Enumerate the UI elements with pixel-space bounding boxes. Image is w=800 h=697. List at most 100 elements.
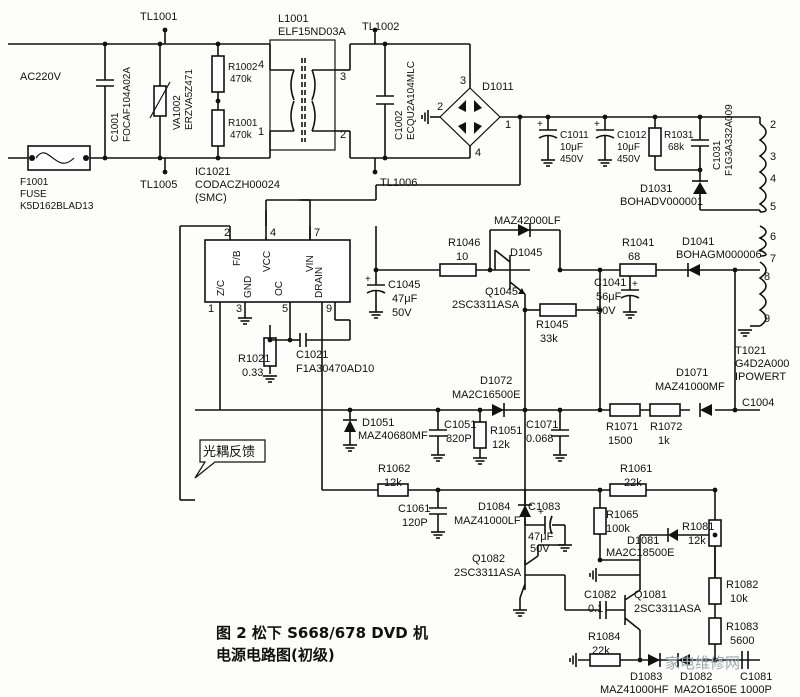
r1081-value: 12k: [688, 535, 706, 547]
ic1021-pin-oc: OC: [274, 281, 285, 296]
c1021-label: C1021: [296, 349, 328, 361]
c1083-voltage: 50V: [530, 543, 550, 555]
c1081-label: C1081: [740, 671, 772, 683]
r1083-label: R1083: [726, 621, 758, 633]
d1071-label: D1071: [676, 367, 708, 379]
d1072-symbol: [492, 403, 505, 417]
r1001-label: R1001: [228, 118, 258, 129]
c1081-symbol: [741, 651, 749, 669]
d1031-symbol: [692, 180, 708, 194]
r1071-label: R1071: [606, 421, 638, 433]
q1045-label: Q1045: [485, 286, 518, 298]
q1045-part: 2SC3311ASA: [452, 299, 520, 311]
c1045-voltage: 50V: [392, 307, 412, 319]
c1082-value: 0.1: [588, 603, 603, 615]
d1045-part: MAZ42000LF: [494, 215, 561, 227]
transformer-t1021: [750, 117, 767, 327]
r1062-label: R1062: [378, 463, 410, 475]
r1083-symbol: [708, 617, 722, 645]
ic1021-pin-2: 2: [224, 227, 230, 239]
ic1021-pin-vin: VIN: [305, 255, 316, 272]
va1002-label: VA1002: [172, 95, 183, 130]
d1051-part: MAZ40680MF: [358, 430, 428, 442]
r1061-value: 22k: [624, 477, 642, 489]
d1045-label: D1045: [510, 247, 542, 259]
c1081-value: 1000P: [740, 684, 772, 696]
r1046-symbol: [439, 263, 477, 277]
ic1021-pin-5: 5: [282, 303, 288, 315]
bridge-pin-2: 2: [437, 101, 443, 113]
d1041-label: D1041: [682, 236, 714, 248]
c1012-symbol: +: [594, 117, 615, 160]
t1021-pin-7: 7: [770, 253, 776, 265]
ic1021-pin-vcc: VCC: [262, 251, 273, 272]
f1001-label: F1001: [20, 177, 49, 188]
c1011-label: C1011: [560, 130, 589, 141]
bridge-pin-3: 3: [460, 75, 466, 87]
c1041-symbol: +: [620, 276, 640, 312]
c1071-value: 0.068: [526, 433, 554, 445]
r1001-symbol: [211, 109, 225, 147]
q1081-symbol: [624, 575, 641, 660]
c1004-label: C1004: [742, 397, 774, 409]
fuse-f1001: [27, 145, 91, 171]
c1061-label: C1061: [398, 503, 430, 515]
tl1006-label: TL1006: [380, 177, 417, 189]
r1045-value: 33k: [540, 333, 558, 345]
c1061-value: 120P: [402, 517, 428, 529]
component-labels: TL1001 AC220V C1001 FOCAF104A02A VA1002 …: [20, 11, 789, 696]
t1021-pin-4: 4: [770, 173, 776, 185]
d1082-symbol: [677, 653, 690, 667]
c1021-symbol: [299, 333, 307, 347]
va1002-symbol: [149, 81, 171, 119]
d1081-part: MA2C18500E: [606, 547, 675, 559]
t1021-part: G4D2A000: [735, 358, 789, 370]
d1051-symbol: [343, 419, 357, 432]
ic1021-pin-9: 9: [326, 303, 332, 315]
tl1002-label: TL1002: [362, 21, 399, 33]
q1081-part: 2SC3311ASA: [634, 603, 702, 615]
d1011-label: D1011: [482, 81, 514, 93]
d1084-symbol: [518, 504, 532, 517]
r1072-label: R1072: [650, 421, 682, 433]
ic1021-pin-fb: F/B: [232, 250, 243, 266]
d1041-symbol: [687, 263, 700, 277]
l1001-pin-4: 4: [258, 59, 264, 71]
t1021-pin-6: 6: [770, 231, 776, 243]
r1083-value: 5600: [730, 635, 754, 647]
t1021-pin-5: 5: [770, 201, 776, 213]
d1084-part: MAZ41000LF: [454, 515, 521, 527]
c1011-symbol: +: [537, 117, 558, 160]
figure-caption-line1: 图 2 松下 S668/678 DVD 机: [216, 624, 428, 642]
t1021-pin-2: 2: [770, 119, 776, 131]
t1021-pin-3: 3: [770, 151, 776, 163]
r1031-label: R1031: [664, 130, 694, 141]
c1002-label: C1002: [394, 110, 405, 140]
c1082-label: C1082: [584, 589, 616, 601]
r1046-value: 10: [456, 251, 468, 263]
watermark: 家电维修网: [665, 654, 740, 672]
d1041-part: BOHAGM000006: [676, 249, 762, 261]
svg-text:+: +: [365, 274, 371, 285]
r1071-value: 1500: [608, 435, 632, 447]
d1083-symbol: [648, 653, 661, 667]
r1031-symbol: [648, 127, 662, 157]
l1001-pin-1: 1: [258, 126, 264, 138]
r1021-value: 0.33: [242, 367, 263, 379]
d1084-label: D1084: [478, 501, 510, 513]
tl1001-label: TL1001: [140, 11, 177, 23]
c1041-capacitance: 56μF: [596, 291, 622, 303]
ic1021-pin-1: 1: [208, 303, 214, 315]
ac-label: AC220V: [20, 71, 62, 83]
c1045-label: C1045: [388, 279, 420, 291]
d1072-label: D1072: [480, 375, 512, 387]
ic1021-box: [204, 239, 351, 303]
l1001-filter: [269, 39, 336, 151]
r1002-symbol: [211, 55, 225, 93]
c1012-voltage: 450V: [617, 154, 641, 165]
q1081-label: Q1081: [634, 589, 667, 601]
c1031-symbol: [691, 139, 709, 147]
d1083-label: D1083: [630, 671, 662, 683]
